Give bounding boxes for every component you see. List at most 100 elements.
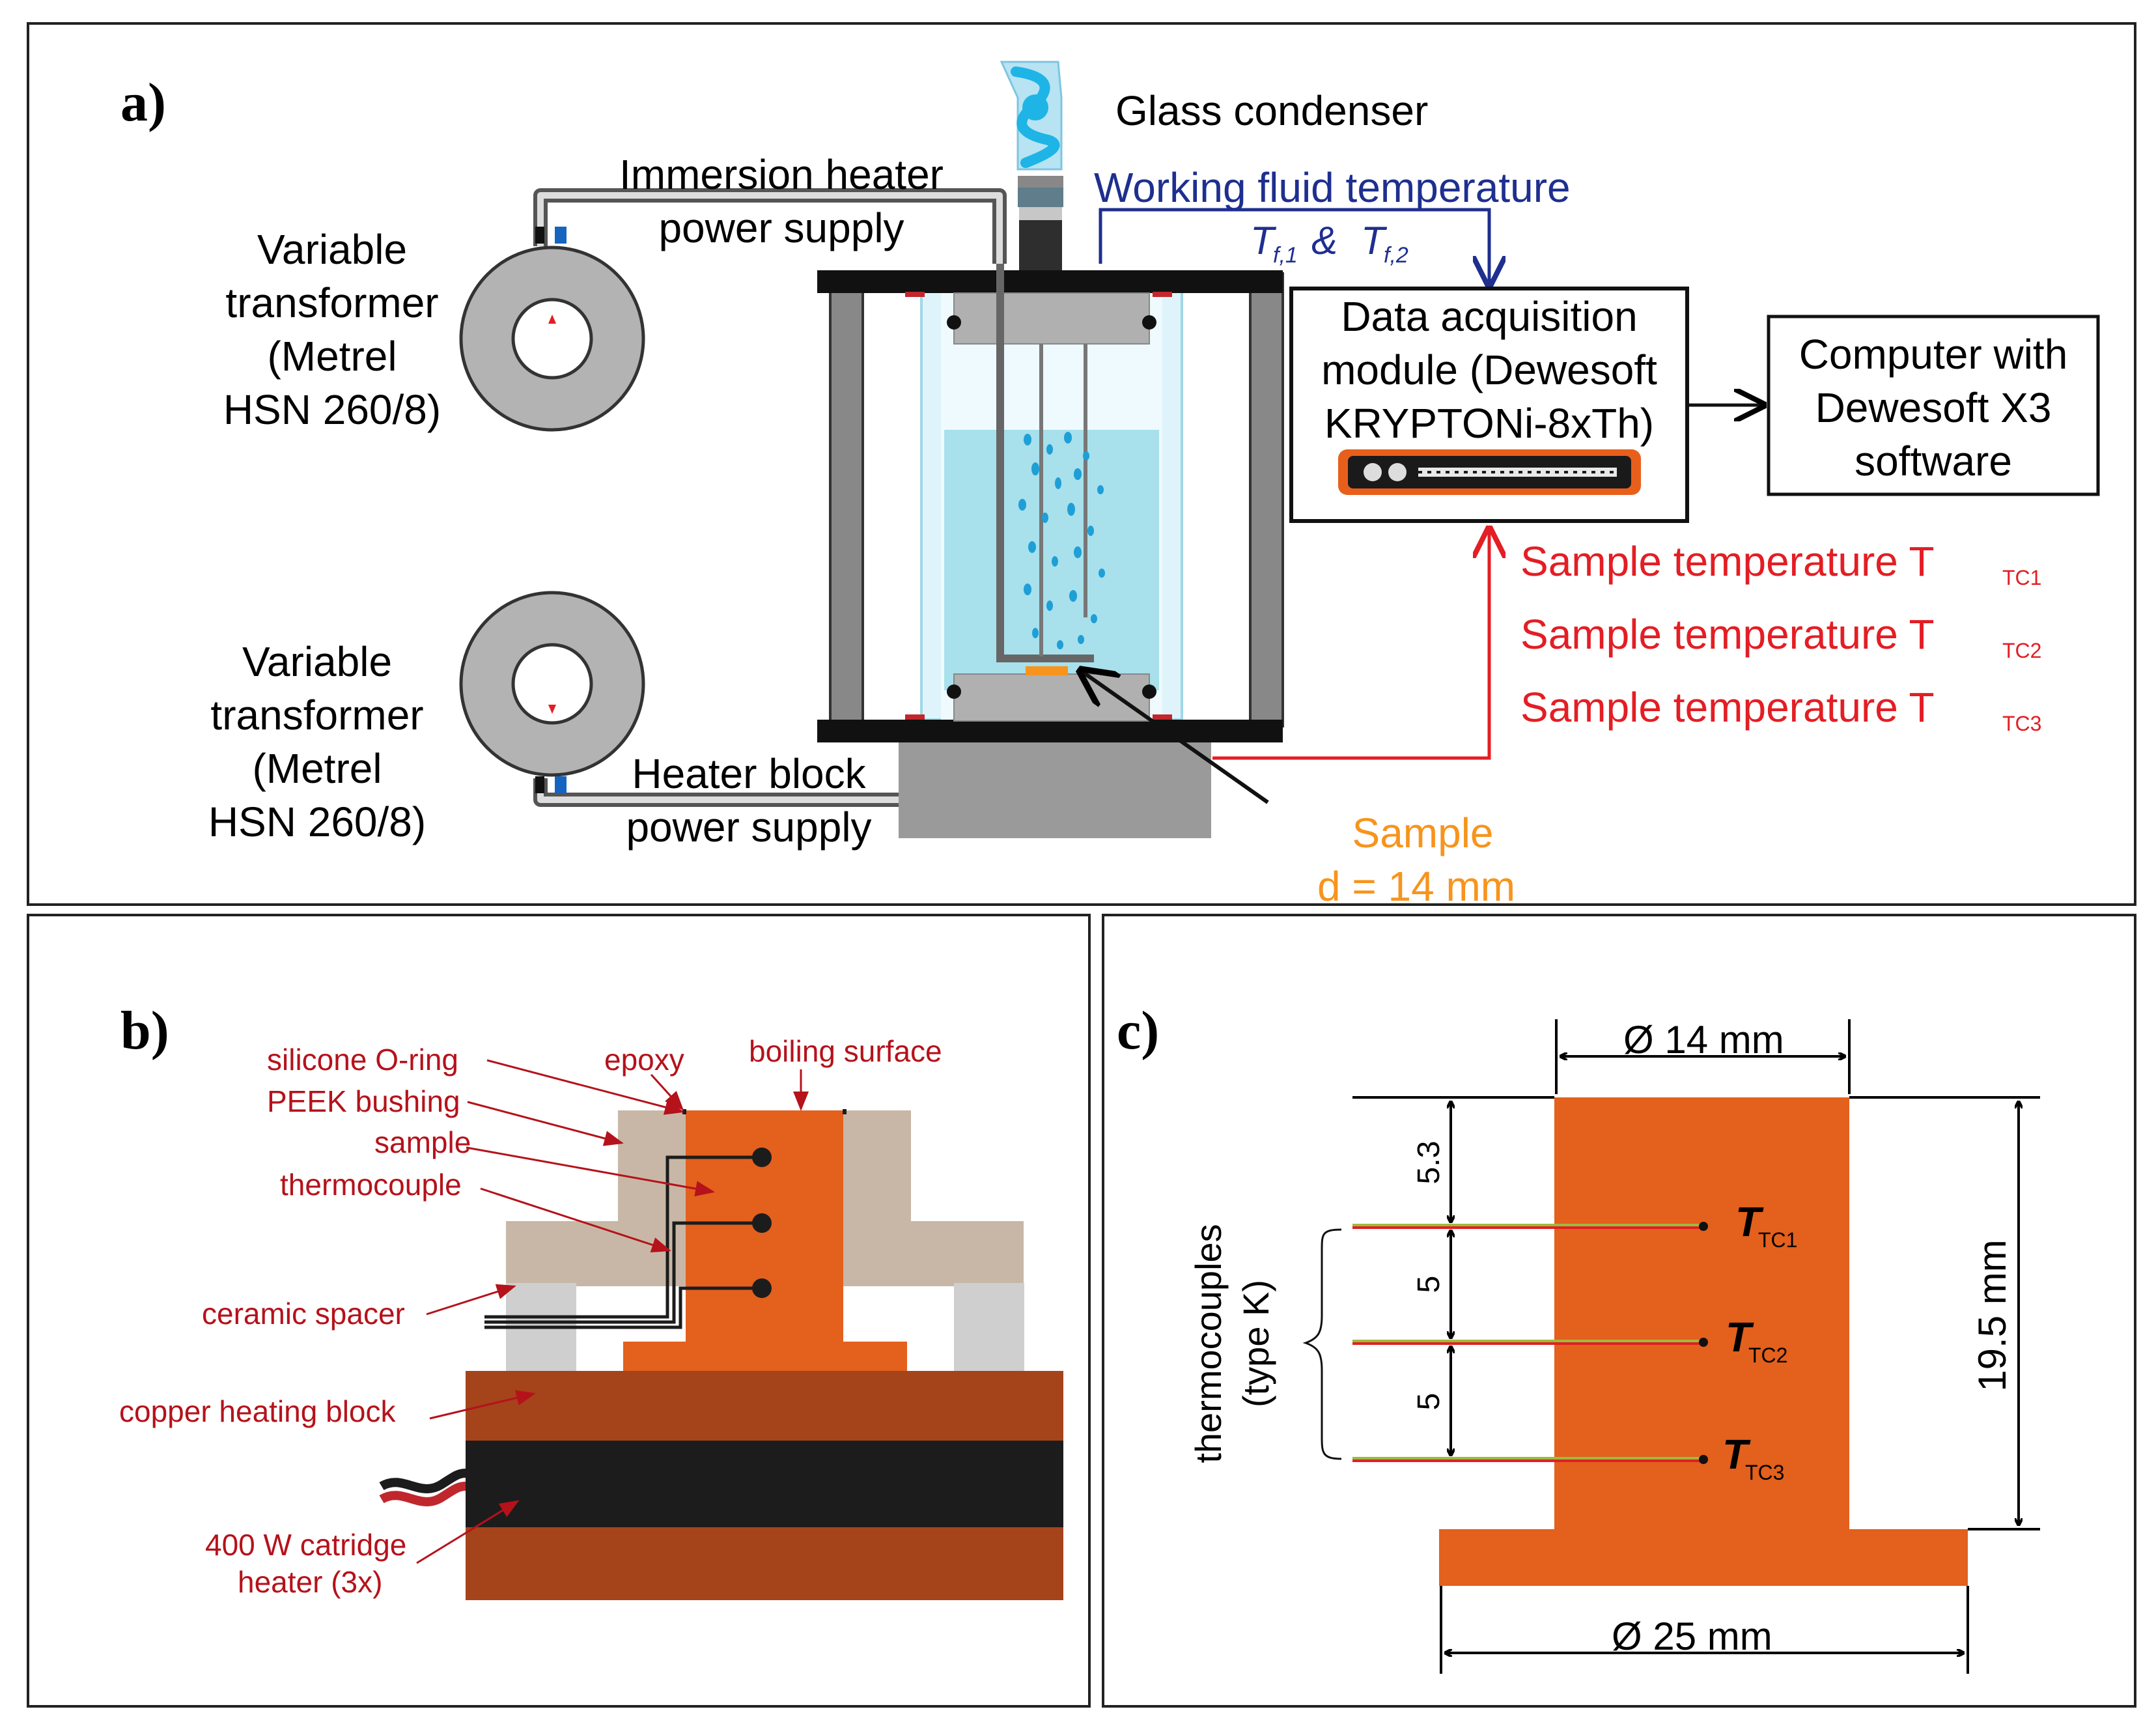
heater-block-supply-label: Heater block power supply	[626, 750, 871, 851]
svg-text:d = 14 mm: d = 14 mm	[1317, 863, 1515, 910]
svg-text:TC2: TC2	[2002, 639, 2041, 662]
thermocouple-wires	[1352, 1222, 1708, 1464]
svg-text:epoxy: epoxy	[604, 1043, 684, 1077]
sample-label: Sample d = 14 mm	[1317, 810, 1515, 910]
immersion-heater-supply-label: Immersion heater power supply	[619, 151, 944, 251]
sample-pointer	[1081, 671, 1269, 804]
panel-b-labels: silicone O-ring epoxy boiling surface PE…	[119, 1034, 942, 1599]
svg-text:Heater block: Heater block	[632, 750, 866, 797]
svg-text:boiling surface: boiling surface	[749, 1034, 942, 1068]
svg-text:f,1: f,1	[1273, 243, 1298, 268]
svg-text:19.5 mm: 19.5 mm	[1970, 1239, 2014, 1391]
svg-text:&: &	[1311, 219, 1337, 262]
svg-text:Variable: Variable	[242, 638, 392, 685]
vapour-bubbles	[1018, 432, 1105, 649]
svg-text:HSN 260/8): HSN 260/8)	[208, 798, 426, 845]
sample-temperature-labels: Sample temperature T TC1 Sample temperat…	[1520, 538, 2041, 735]
svg-text:5.3: 5.3	[1412, 1141, 1446, 1185]
svg-text:Variable: Variable	[257, 226, 407, 273]
panel-a-label: a)	[120, 72, 166, 133]
svg-text:5: 5	[1412, 1393, 1446, 1411]
sample-assembly	[379, 1109, 1063, 1600]
panel-c-tc-labels: T TC1 T TC2 T TC3	[1722, 1198, 1797, 1484]
svg-text:KRYPTONi-8xTh): KRYPTONi-8xTh)	[1324, 400, 1654, 447]
sample-flange	[623, 1342, 907, 1373]
svg-text:ceramic spacer: ceramic spacer	[202, 1297, 405, 1331]
computer-label: Computer with Dewesoft X3 software	[1799, 331, 2068, 485]
svg-text:Working fluid temperature: Working fluid temperature	[1094, 164, 1571, 211]
svg-text:heater (3x): heater (3x)	[238, 1565, 382, 1599]
svg-text:TC3: TC3	[1745, 1461, 1784, 1484]
svg-text:TC2: TC2	[1748, 1344, 1787, 1367]
svg-text:Immersion heater: Immersion heater	[619, 151, 944, 198]
working-fluid-arrow	[1099, 208, 1489, 285]
sample-drawing-body	[1554, 1097, 1849, 1530]
svg-text:TC3: TC3	[2002, 712, 2041, 735]
svg-text:T: T	[1722, 1431, 1751, 1478]
panel-b-label: b)	[120, 1000, 169, 1061]
svg-text:Dewesoft X3: Dewesoft X3	[1815, 384, 2052, 431]
svg-text:module (Dewesoft: module (Dewesoft	[1321, 346, 1657, 393]
glass-condenser	[1000, 61, 1063, 270]
svg-text:transformer: transformer	[210, 692, 423, 739]
svg-text:Sample temperature T: Sample temperature T	[1520, 684, 1935, 731]
svg-text:Computer with: Computer with	[1799, 331, 2068, 378]
svg-text:PEEK bushing: PEEK bushing	[267, 1084, 460, 1118]
svg-text:f,2: f,2	[1384, 243, 1408, 268]
panel-c-frame	[1102, 914, 2136, 1708]
svg-text:Ø 25 mm: Ø 25 mm	[1612, 1614, 1772, 1658]
computer-box	[1767, 315, 2100, 496]
panel-c-label: c)	[1117, 1000, 1159, 1061]
transformer-top	[459, 246, 645, 432]
cartridge-heater	[466, 1441, 1063, 1527]
thermocouple-brace	[1302, 1228, 1342, 1460]
svg-text:Sample temperature T: Sample temperature T	[1520, 611, 1935, 658]
svg-text:Ø 14 mm: Ø 14 mm	[1623, 1018, 1784, 1062]
svg-text:copper heating block: copper heating block	[119, 1394, 397, 1428]
sample-in-chamber	[1026, 666, 1068, 675]
svg-text:400 W catridge: 400 W catridge	[205, 1528, 406, 1562]
svg-text:(Metrel: (Metrel	[267, 333, 397, 380]
thermocouple-probe-1	[1039, 344, 1043, 656]
svg-text:HSN 260/8): HSN 260/8)	[223, 386, 441, 433]
daq-module-device	[1338, 449, 1641, 495]
svg-text:software: software	[1855, 438, 2012, 485]
svg-text:TC1: TC1	[1758, 1228, 1797, 1252]
panel-a-frame	[27, 22, 2136, 906]
dimension-lines	[1352, 1019, 2040, 1674]
svg-text:T: T	[1726, 1314, 1754, 1360]
transformer-bottom	[459, 591, 645, 777]
boiling-chamber	[817, 264, 1284, 838]
svg-text:TC1: TC1	[2002, 566, 2041, 589]
svg-text:transformer: transformer	[225, 279, 438, 326]
svg-text:(Metrel: (Metrel	[252, 745, 382, 792]
daq-label: Data acquisition module (Dewesoft KRYPTO…	[1321, 293, 1657, 447]
svg-text:T: T	[1250, 219, 1277, 262]
svg-text:Sample: Sample	[1352, 810, 1494, 856]
svg-text:Data acquisition: Data acquisition	[1341, 293, 1637, 340]
immersion-heater-cable	[533, 188, 1007, 264]
svg-text:(type K): (type K)	[1235, 1280, 1276, 1407]
transformer-bottom-label: Variable transformer (Metrel HSN 260/8)	[208, 638, 426, 845]
svg-text:power supply: power supply	[626, 804, 871, 851]
sample-drawing-flange	[1439, 1529, 1968, 1586]
working-fluid-temperature-label: Working fluid temperature T f,1 & T f,2	[1094, 164, 1571, 268]
svg-text:5: 5	[1412, 1276, 1446, 1293]
immersion-heater-rod	[996, 264, 1004, 661]
transformer-top-label: Variable transformer (Metrel HSN 260/8)	[223, 226, 441, 433]
sample-temperature-arrow	[1212, 529, 1489, 760]
svg-text:thermocouples: thermocouples	[1188, 1224, 1229, 1463]
panel-c-dimension-labels: Ø 14 mm Ø 25 mm 19.5 mm 5.3 5 5 thermoco…	[1188, 1018, 2014, 1658]
thermocouple-probe-2	[1084, 344, 1087, 617]
svg-text:Sample temperature T: Sample temperature T	[1520, 538, 1935, 585]
heater-block-cable	[533, 776, 899, 807]
working-fluid-liquid	[944, 430, 1159, 690]
svg-text:T: T	[1361, 219, 1388, 262]
svg-text:silicone O-ring: silicone O-ring	[267, 1043, 458, 1077]
svg-text:thermocouple: thermocouple	[280, 1168, 462, 1202]
panel-b-leader-lines	[416, 1059, 809, 1564]
svg-text:power supply: power supply	[658, 204, 904, 251]
panel-b-frame	[27, 914, 1091, 1708]
svg-text:sample: sample	[374, 1125, 471, 1159]
svg-text:T: T	[1735, 1198, 1764, 1245]
